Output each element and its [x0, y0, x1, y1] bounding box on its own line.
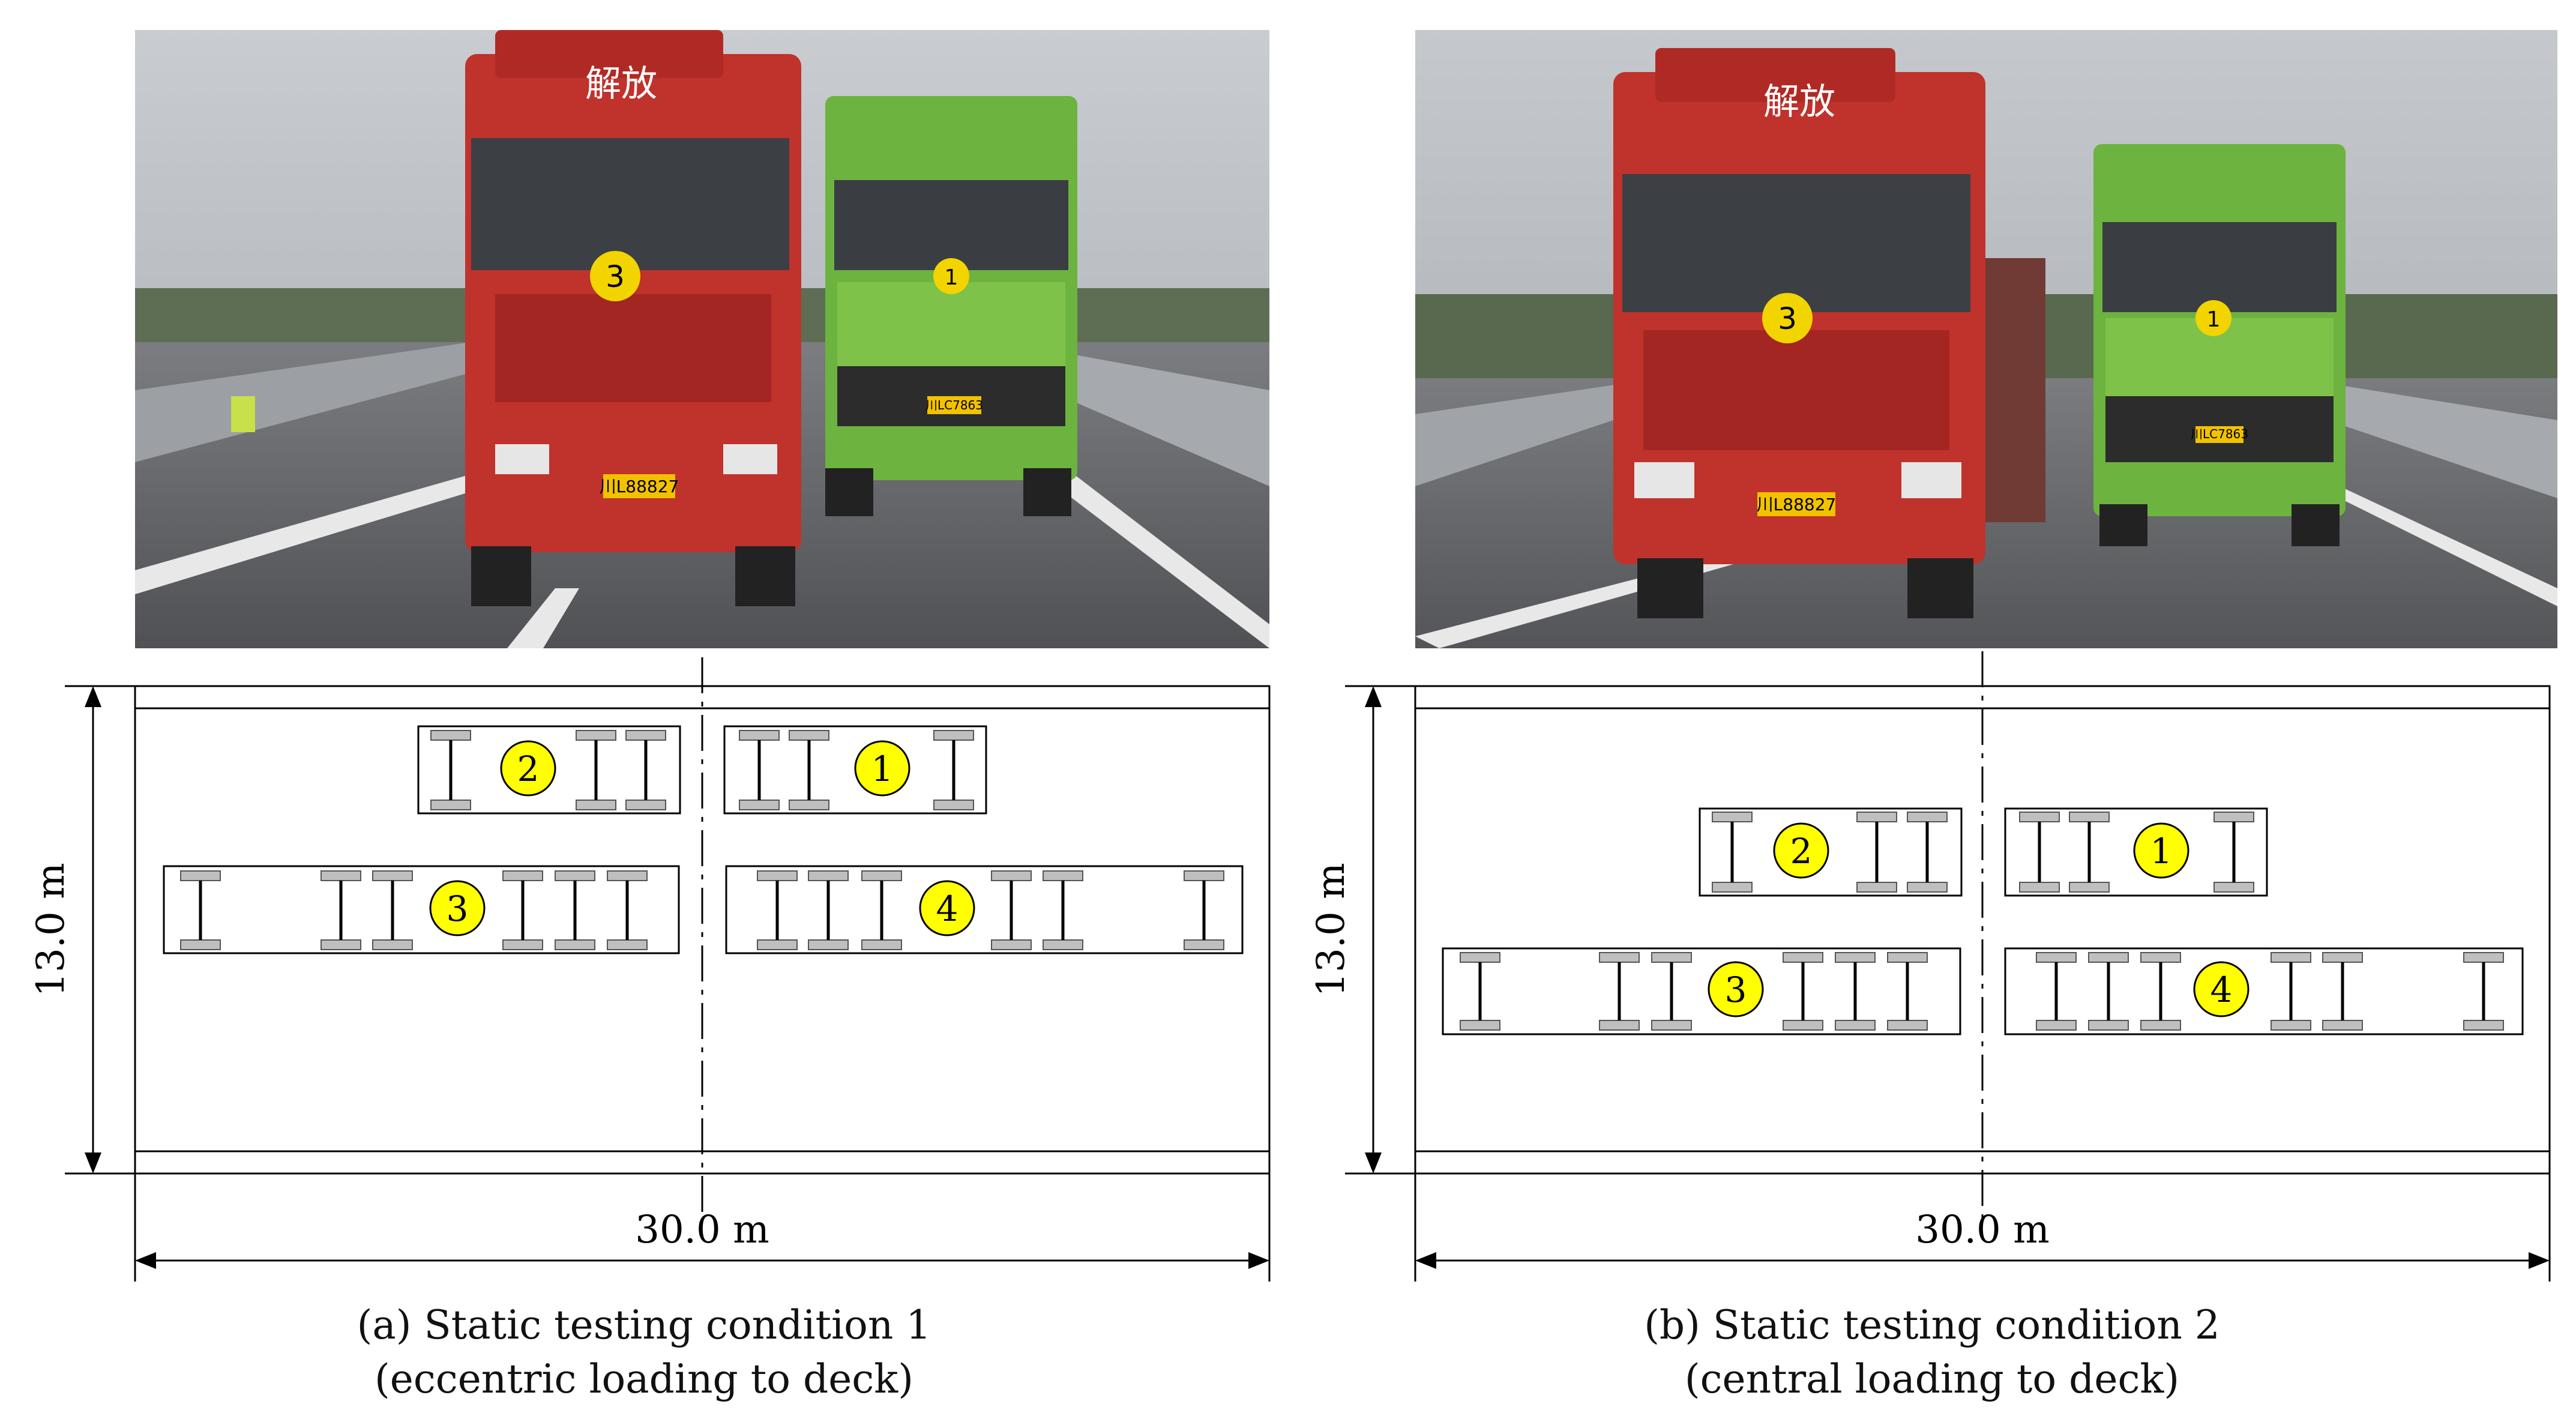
- truck-footprint-1: [2004, 807, 2268, 897]
- axle: [808, 870, 849, 950]
- truck-marker-4: 4: [2193, 961, 2249, 1017]
- axle: [1712, 812, 1753, 893]
- truck-footprint-2: [417, 725, 681, 815]
- axle: [430, 730, 471, 810]
- height-label: 13.0 m: [29, 863, 73, 997]
- axle: [991, 870, 1032, 950]
- axle: [2019, 812, 2060, 893]
- axle: [372, 870, 413, 950]
- deck-outline: [134, 685, 1271, 1175]
- axle: [2271, 952, 2311, 1031]
- caption-subtitle: (eccentric loading to deck): [375, 1356, 913, 1402]
- axle: [757, 870, 798, 950]
- axle: [1835, 952, 1876, 1031]
- svg-text:川L88827: 川L88827: [1757, 495, 1837, 514]
- svg-text:3: 3: [1778, 301, 1797, 336]
- svg-text:3: 3: [447, 888, 469, 929]
- axle: [2463, 952, 2504, 1031]
- axle: [180, 870, 221, 950]
- truck-marker-2: 2: [1773, 822, 1829, 879]
- axle: [2322, 952, 2363, 1031]
- axle: [607, 870, 648, 950]
- axle: [502, 870, 543, 950]
- axle: [1599, 952, 1640, 1031]
- axle: [1907, 812, 1948, 893]
- axle: [2069, 812, 2110, 893]
- axle: [1043, 870, 1083, 950]
- svg-text:1: 1: [2150, 831, 2173, 872]
- axle: [933, 730, 974, 810]
- truck-marker-2: 2: [500, 740, 556, 797]
- svg-text:川LC7863: 川LC7863: [2191, 427, 2248, 441]
- truck-footprint-3: [1442, 947, 1961, 1035]
- width-dimension: 30.0 m: [134, 1173, 1271, 1282]
- axle: [1651, 952, 1692, 1031]
- svg-text:4: 4: [936, 888, 958, 929]
- svg-text:1: 1: [871, 749, 894, 789]
- photo-eccentric-loading: 3 解放 川L88827 1 川LC7863: [135, 30, 1269, 648]
- truck-footprint-4: [2004, 947, 2524, 1035]
- layout-diagram-condition-1: 2 1 3 4 13.0 m 30.0 m: [29, 657, 1271, 1282]
- panel-condition-2: 3 解放 川L88827 1 川LC7863: [1288, 0, 2576, 1422]
- axle: [739, 730, 780, 810]
- axle: [555, 870, 595, 950]
- height-dimension: 13.0 m: [1309, 685, 1415, 1175]
- axle: [861, 870, 902, 950]
- axle: [2140, 952, 2181, 1031]
- axle: [320, 870, 361, 950]
- svg-text:川L88827: 川L88827: [600, 477, 679, 496]
- width-dimension: 30.0 m: [1414, 1173, 2551, 1282]
- axle: [625, 730, 666, 810]
- truck-footprint-2: [1699, 807, 1963, 897]
- width-label: 30.0 m: [635, 1208, 769, 1252]
- width-label: 30.0 m: [1915, 1208, 2050, 1252]
- truck-footprint-3: [163, 865, 680, 954]
- truck-marker-3: 3: [1708, 961, 1764, 1017]
- svg-text:2: 2: [517, 749, 540, 789]
- svg-text:川LC7863: 川LC7863: [925, 398, 983, 412]
- svg-text:2: 2: [1790, 831, 1813, 872]
- axle: [1783, 952, 1823, 1031]
- red-truck-3: 3 解放 川L88827: [465, 30, 801, 606]
- truck-marker-4: 4: [919, 880, 975, 936]
- svg-text:解放: 解放: [1763, 81, 1835, 123]
- height-label: 13.0 m: [1309, 863, 1353, 997]
- photo-central-loading: 3 解放 川L88827 1 川LC7863: [1415, 30, 2557, 648]
- truck-footprint-4: [725, 865, 1244, 954]
- truck-footprint-1: [723, 725, 987, 815]
- svg-text:3: 3: [1725, 969, 1747, 1010]
- truck-marker-1: 1: [2133, 822, 2189, 879]
- green-truck-1: 1 川LC7863: [825, 96, 1077, 516]
- svg-text:3: 3: [606, 259, 625, 294]
- svg-text:4: 4: [2210, 969, 2233, 1010]
- green-truck-1: 1 川LC7863: [2093, 144, 2346, 546]
- axle: [1460, 952, 1500, 1031]
- svg-text:1: 1: [945, 265, 958, 290]
- truck-marker-1: 1: [854, 740, 910, 797]
- caption-subtitle: (central loading to deck): [1684, 1356, 2180, 1402]
- height-dimension: 13.0 m: [29, 685, 135, 1175]
- layout-diagram-condition-2: 2 1 3 4 13.0 m 30.0 m: [1309, 651, 2551, 1282]
- axle: [576, 730, 616, 810]
- caption-title: (b) Static testing condition 2: [1644, 1302, 2220, 1348]
- axle: [2088, 952, 2129, 1031]
- panel-condition-1: 3 解放 川L88827 1 川LC7863: [29, 30, 1271, 1402]
- axle: [1856, 812, 1897, 893]
- axle: [2213, 812, 2254, 893]
- worker: [231, 396, 255, 432]
- caption-title: (a) Static testing condition 1: [357, 1302, 931, 1348]
- axle: [2036, 952, 2077, 1031]
- svg-text:解放: 解放: [585, 63, 657, 105]
- axle: [1184, 870, 1224, 950]
- axle: [789, 730, 829, 810]
- axle: [1887, 952, 1928, 1031]
- svg-text:1: 1: [2207, 307, 2221, 332]
- truck-marker-3: 3: [429, 880, 486, 936]
- red-truck-3: 3 解放 川L88827: [1613, 48, 1985, 618]
